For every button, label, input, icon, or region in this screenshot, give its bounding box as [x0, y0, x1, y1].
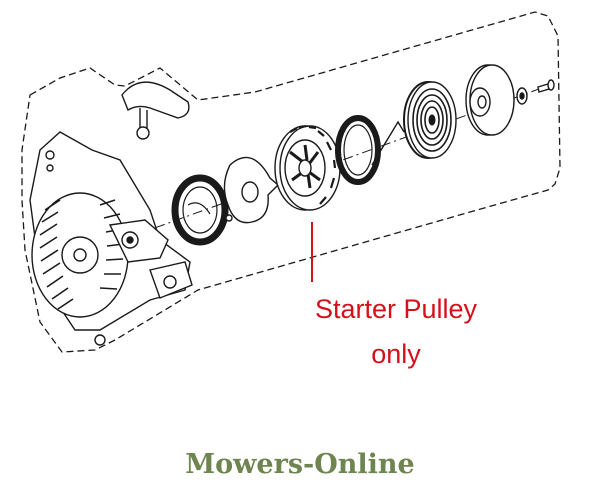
exploded-view-outline [21, 11, 561, 353]
washer [516, 87, 528, 105]
brand-logo-text: Mowers-Online [185, 449, 415, 480]
callout-label-line2: only [371, 339, 421, 369]
friction-plate [223, 156, 280, 224]
pulley-cap [465, 64, 515, 136]
spring-case [403, 81, 457, 159]
starter-housing [29, 81, 193, 346]
retaining-ring [171, 174, 229, 246]
recoil-spring [335, 115, 405, 185]
starter-handle [121, 81, 190, 119]
starter-pulley [274, 124, 341, 211]
callout-label-line1: Starter Pulley [314, 294, 478, 324]
screw [537, 79, 555, 93]
